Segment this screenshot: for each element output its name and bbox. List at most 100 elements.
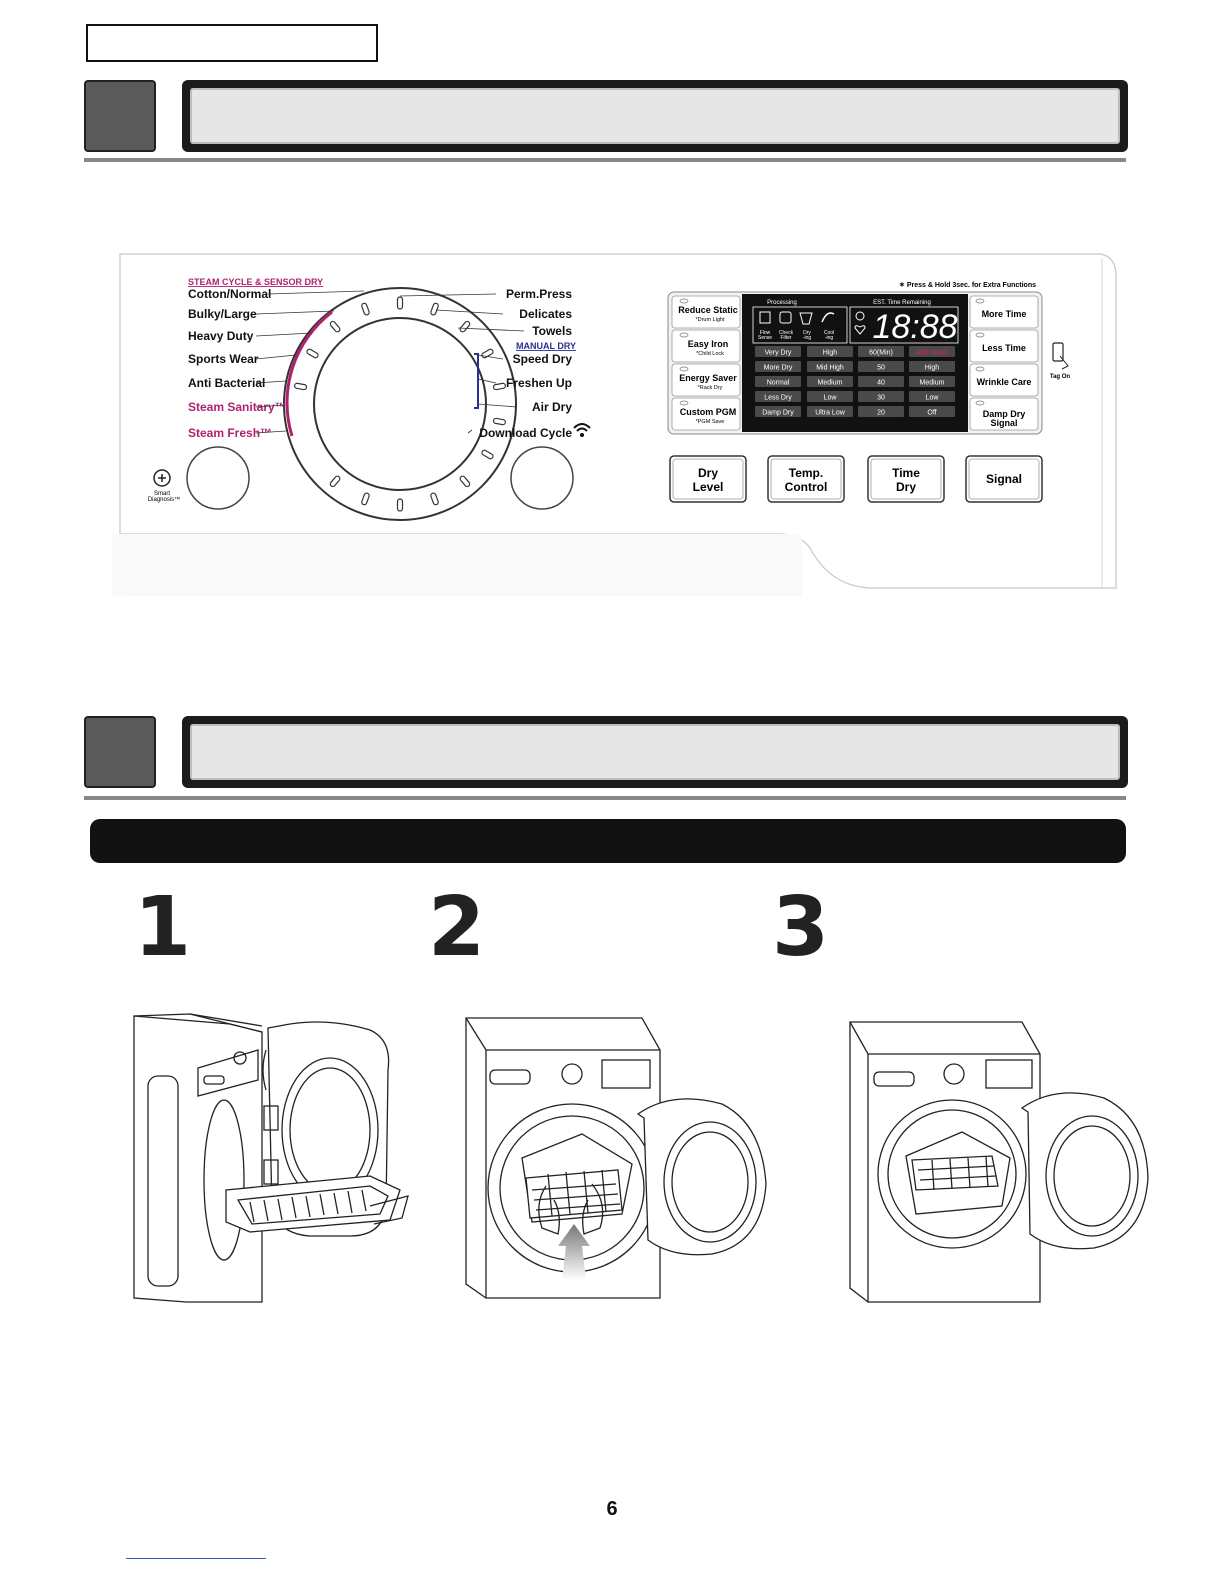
option-button-energy-saver[interactable]: Energy Saver *Rack Dry (671, 363, 741, 397)
svg-text:Energy Saver: Energy Saver (679, 373, 737, 383)
status-icon-label: Check (779, 330, 794, 336)
dial-position-marker (329, 475, 341, 488)
section-rule-1 (84, 158, 1126, 162)
svg-text:Less Time: Less Time (982, 343, 1026, 353)
lcd-option-indicator: Add Water (916, 350, 949, 357)
svg-text:Easy Iron: Easy Iron (688, 339, 729, 349)
cycle-label-freshen-up: Freshen Up (506, 376, 572, 390)
dial-position-marker (481, 348, 494, 359)
header-label-box (86, 24, 378, 62)
smart-diagnosis-label: Smart (154, 491, 170, 497)
svg-text:Signal: Signal (990, 418, 1017, 428)
power-knob[interactable] (186, 446, 250, 510)
cycle-label-download-cycle: Download Cycle (479, 426, 572, 440)
svg-text:Signal: Signal (986, 472, 1022, 486)
svg-text:*Rack Dry: *Rack Dry (698, 385, 723, 391)
svg-text:Dry: Dry (896, 480, 916, 494)
control-panel: STEAM CYCLE & SENSOR DRY Cotton/NormalBu… (112, 253, 1117, 598)
lcd-option-indicator: Very Dry (765, 350, 792, 357)
illustration-step-2-insert-rack (465, 1017, 767, 1299)
cycle-label-perm-press: Perm.Press (506, 287, 572, 301)
cycle-label-towels: Towels (532, 324, 572, 338)
smart-diagnosis-icon (153, 469, 171, 487)
status-icon-label: Flow (760, 330, 771, 336)
lcd-option-indicator: Low (824, 395, 838, 402)
lcd-option-indicator: 20 (877, 410, 885, 417)
cycle-label-speed-dry: Speed Dry (513, 352, 573, 366)
lcd-option-indicator: Damp Dry (762, 410, 794, 417)
start-pause-knob[interactable] (510, 446, 574, 510)
heart-icon (854, 325, 866, 335)
status-icon-label: Dry (803, 330, 811, 336)
control-button-temp-control[interactable]: Temp.Control (767, 455, 845, 503)
subsection-band (90, 819, 1126, 863)
manual-dry-header: MANUAL DRY (516, 341, 576, 351)
dial-position-marker (361, 302, 370, 316)
section-marker-1 (84, 80, 156, 152)
option-button-reduce-static[interactable]: Reduce Static*Drum Light (671, 295, 741, 329)
svg-text:More Time: More Time (982, 309, 1027, 319)
lcd-option-indicator: 50 (877, 365, 885, 372)
footer-link-underline[interactable] (126, 1558, 266, 1559)
svg-text:Time: Time (892, 466, 920, 480)
option-button-more-time[interactable]: More Time (969, 295, 1039, 329)
cycle-label-anti-bacterial: Anti Bacterial (188, 376, 265, 390)
status-icon-label: -ing (825, 335, 834, 341)
svg-text:Wrinkle Care: Wrinkle Care (977, 377, 1032, 387)
lcd-option-indicator: Medium (920, 380, 945, 387)
lcd-option-indicator: Medium (818, 380, 843, 387)
status-icon-label: Filter (780, 335, 791, 341)
tag-on-label: Tag On (1050, 374, 1071, 380)
dial-position-marker (492, 417, 507, 426)
cycle-label-cotton-normal: Cotton/Normal (188, 287, 271, 301)
press-hold-note: ✶ Press & Hold 3sec. for Extra Functions (899, 281, 1036, 289)
cycle-label-sports-wear: Sports Wear (188, 352, 259, 366)
cycle-dial[interactable] (283, 287, 517, 521)
svg-text:Temp.: Temp. (789, 466, 823, 480)
option-button-easy-iron[interactable]: Easy Iron *Child Lock (671, 329, 741, 363)
option-button-less-time[interactable]: Less Time (969, 329, 1039, 363)
time-remaining-digits: 18:88 (872, 308, 957, 346)
dial-position-marker (306, 348, 319, 359)
dial-position-marker (396, 498, 404, 512)
dial-position-marker (361, 492, 370, 506)
dial-position-marker (481, 449, 494, 460)
svg-text:Reduce Static: Reduce Static (678, 305, 738, 315)
lcd-option-indicator: Normal (767, 380, 790, 387)
tag-on-icon (1052, 342, 1069, 370)
lcd-option-indicator: 40 (877, 380, 885, 387)
drying-icon (799, 312, 813, 325)
cycle-label-air-dry: Air Dry (532, 400, 572, 414)
lcd-option-indicator: Off (927, 410, 936, 417)
step-number-1: 1 (134, 880, 191, 975)
step-number-3: 3 (772, 880, 829, 975)
lcd-option-indicator: Low (926, 395, 940, 402)
lcd-option-indicator: 60(Min) (869, 350, 893, 357)
smart-diagnosis-label: Diagnosis™ (148, 496, 180, 503)
lcd-option-indicator: More Dry (764, 365, 793, 372)
section-title-bar-2 (182, 716, 1128, 788)
svg-text:Level: Level (693, 480, 724, 494)
status-icon-label: -ing (803, 335, 812, 341)
dial-position-marker (492, 382, 507, 391)
dial-position-marker (293, 382, 308, 391)
status-icon-label: Sense (758, 335, 772, 341)
processing-label: Processing (767, 300, 797, 306)
option-button-wrinkle-care[interactable]: Wrinkle Care (969, 363, 1039, 397)
illustration-step-3-rack-installed (849, 1021, 1149, 1303)
wifi-icon (573, 423, 591, 437)
option-button-custom-pgm[interactable]: Custom PGM*PGM Save (671, 397, 741, 431)
cycle-label-bulky-large: Bulky/Large (188, 307, 257, 321)
section-marker-2 (84, 716, 156, 788)
lcd-option-indicator: High (823, 350, 838, 357)
svg-text:Damp Dry: Damp Dry (983, 409, 1026, 419)
svg-text:*Child Lock: *Child Lock (696, 351, 724, 357)
flow-sense-icon (759, 311, 771, 324)
steam-cycle-header: STEAM CYCLE & SENSOR DRY (188, 277, 323, 287)
lcd-option-indicator: 30 (877, 395, 885, 402)
check-filter-icon (779, 311, 792, 324)
control-button-signal[interactable]: Signal (965, 455, 1043, 503)
